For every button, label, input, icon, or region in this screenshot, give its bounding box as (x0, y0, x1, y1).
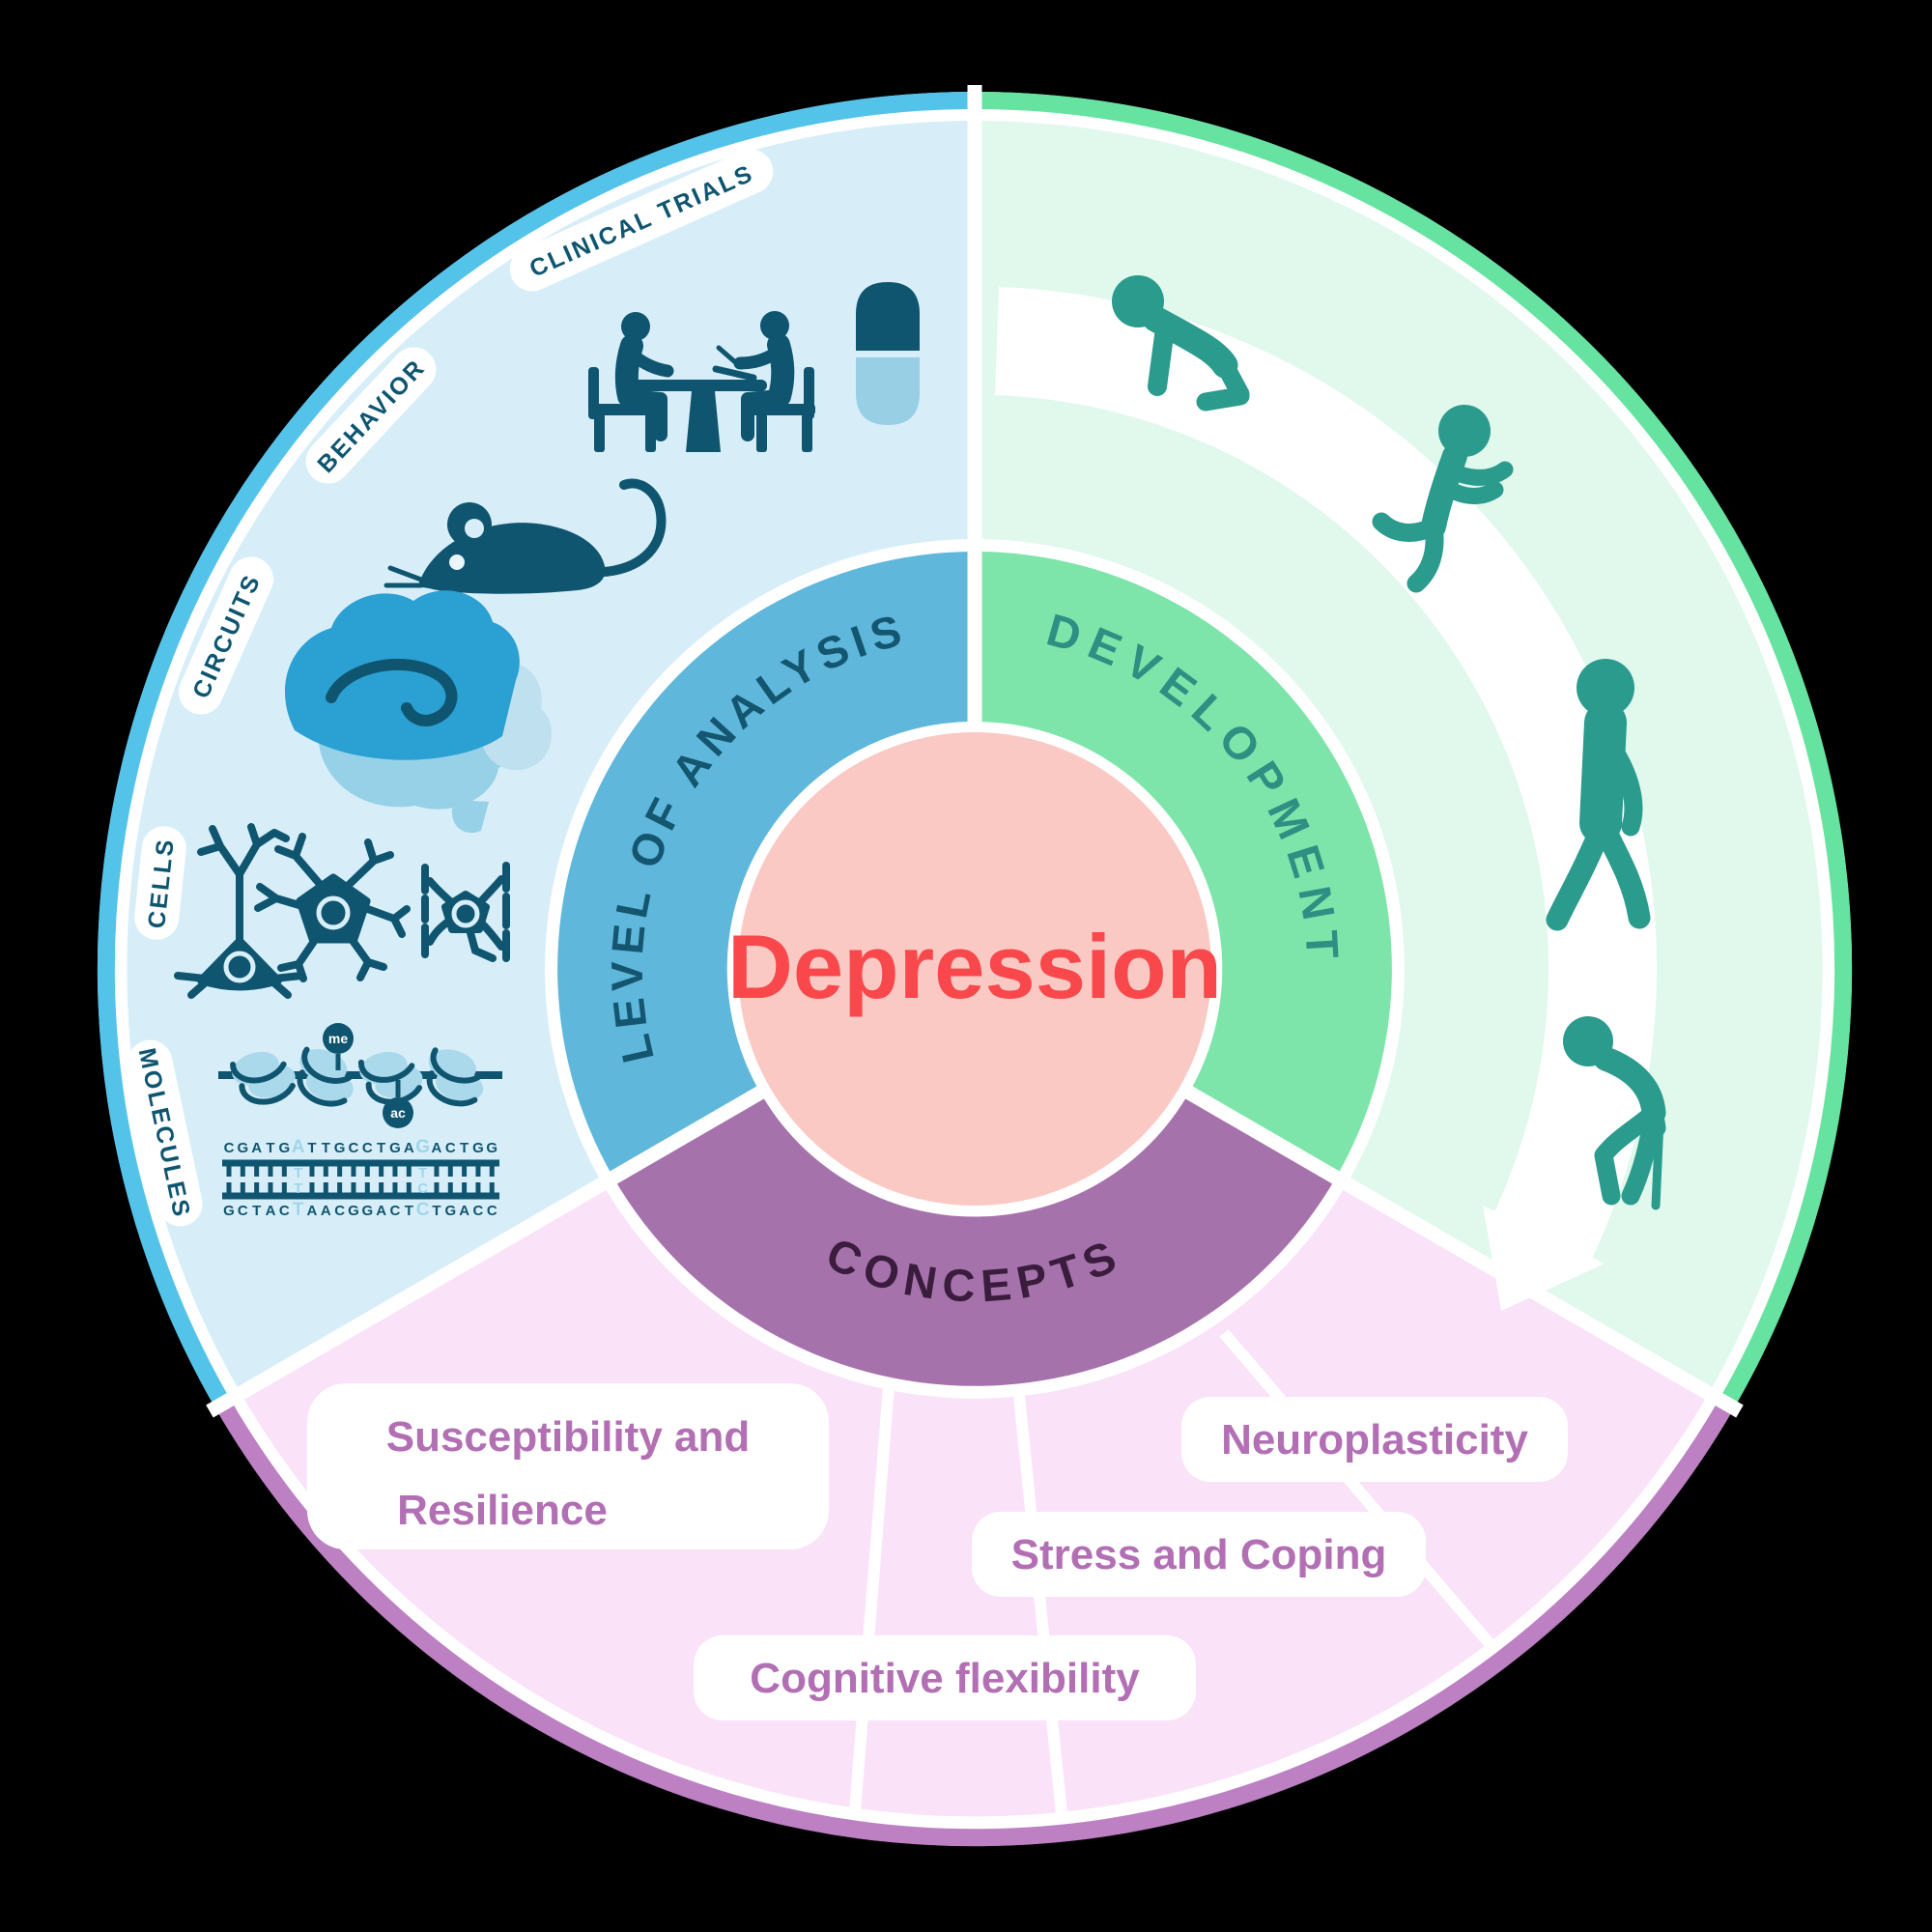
svg-text:Neuroplasticity: Neuroplasticity (1221, 1416, 1528, 1463)
dna-base: T (294, 1180, 302, 1197)
crawling-baby-icon (1112, 275, 1250, 412)
main-dividers (206, 85, 1744, 1418)
dna-base: G (389, 1140, 401, 1156)
dna-base: G (415, 1137, 430, 1157)
center-title: Depression (727, 916, 1222, 1017)
methylation-label: me (328, 1031, 348, 1046)
dna-base: G (486, 1140, 497, 1156)
dna-base: T (252, 1203, 261, 1219)
svg-text:Stress and Coping: Stress and Coping (1011, 1531, 1387, 1578)
dna-base: A (459, 1203, 469, 1219)
concepts-sub-dividers (849, 1329, 1497, 1815)
center-circle (738, 732, 1211, 1206)
dna-base: G (334, 1140, 346, 1156)
clinical-interview-icon (588, 311, 815, 452)
nucleosome-icon: me ac (218, 1023, 502, 1128)
dna-sequence: CGGCATTAGCATTTTATAGCCGCGTAGCATGCTCATCGTA… (223, 1137, 497, 1220)
dna-base: T (293, 1200, 304, 1220)
dna-base: C (238, 1203, 248, 1219)
dna-base: T (294, 1165, 302, 1181)
dna-base: C (349, 1140, 359, 1156)
dna-base: T (307, 1140, 316, 1156)
acetylation-badge (383, 1097, 413, 1128)
dna-base: T (405, 1203, 413, 1219)
dna-base: G (348, 1203, 359, 1219)
dna-base: A (376, 1203, 386, 1219)
dna-base: C (417, 1180, 428, 1197)
dna-base: C (279, 1203, 290, 1219)
dna-icon: CGGCATTAGCATTTTATAGCCGCGTAGCATGCTCATCGTA… (222, 1137, 499, 1220)
concepts-edge-arc (214, 1398, 1735, 1847)
dna-base: A (266, 1203, 276, 1219)
dna-base: G (278, 1140, 290, 1156)
acetylation-label: ac (390, 1105, 406, 1121)
brain-icon (284, 590, 553, 834)
dna-base: G (472, 1140, 484, 1156)
dna-base: A (307, 1203, 318, 1219)
svg-text:Cognitive flexibility: Cognitive flexibility (750, 1655, 1140, 1702)
dna-base: G (223, 1203, 235, 1219)
dna-base: C (445, 1140, 456, 1156)
svg-text:Susceptibility and: Susceptibility and (386, 1413, 751, 1461)
multipolar-neuron-icon (254, 833, 411, 982)
pyramidal-neuron-icon (174, 823, 305, 999)
dna-base: C (362, 1140, 373, 1156)
running-child-icon (1372, 405, 1514, 593)
dna-base: C (416, 1200, 430, 1220)
dna-base: T (266, 1140, 274, 1156)
dna-base: T (418, 1165, 427, 1181)
dna-base: C (473, 1203, 484, 1219)
development-inner-arc (975, 552, 1392, 1178)
walking-adult-icon (1546, 659, 1651, 931)
dna-base: T (377, 1140, 385, 1156)
dna-base: A (432, 1140, 442, 1156)
dna-base: A (404, 1140, 414, 1156)
dna-base: C (224, 1140, 235, 1156)
bipolar-neuron-icon (421, 862, 510, 962)
concept-neuroplasticity: Neuroplasticity (1181, 1397, 1568, 1482)
development-edge-arc (974, 92, 1853, 1407)
level-pill-cells: CELLS (134, 826, 186, 940)
dna-base: A (321, 1203, 331, 1219)
dna-base: C (487, 1203, 497, 1219)
dna-base: G (237, 1140, 248, 1156)
inner-ring (557, 552, 1392, 1386)
analysis-edge-arc (97, 92, 976, 1407)
elderly-person-icon (1563, 1016, 1666, 1210)
dna-base: A (251, 1140, 262, 1156)
dna-base: T (432, 1203, 440, 1219)
dna-base: A (292, 1137, 305, 1157)
outer-edge-ring (97, 92, 1853, 1847)
pill-icon (856, 282, 920, 425)
concepts-inner-arc (613, 1093, 1336, 1386)
dna-base: C (390, 1203, 401, 1219)
dna-base: C (334, 1203, 345, 1219)
concept-cognitive-flexibility: Cognitive flexibility (694, 1635, 1196, 1720)
dna-base: G (444, 1203, 456, 1219)
methylation-badge (323, 1023, 354, 1054)
dna-base: T (322, 1140, 330, 1156)
concept-stress-coping: Stress and Coping (972, 1512, 1426, 1597)
svg-text:Resilience: Resilience (397, 1487, 608, 1534)
concepts-sector (241, 1184, 1709, 1817)
concept-susceptibility-resilience: Susceptibility and Resilience (307, 1383, 829, 1549)
mouse-icon (384, 478, 667, 594)
analysis-inner-arc (557, 552, 975, 1178)
dna-base: G (361, 1203, 373, 1219)
dna-base: T (460, 1140, 469, 1156)
